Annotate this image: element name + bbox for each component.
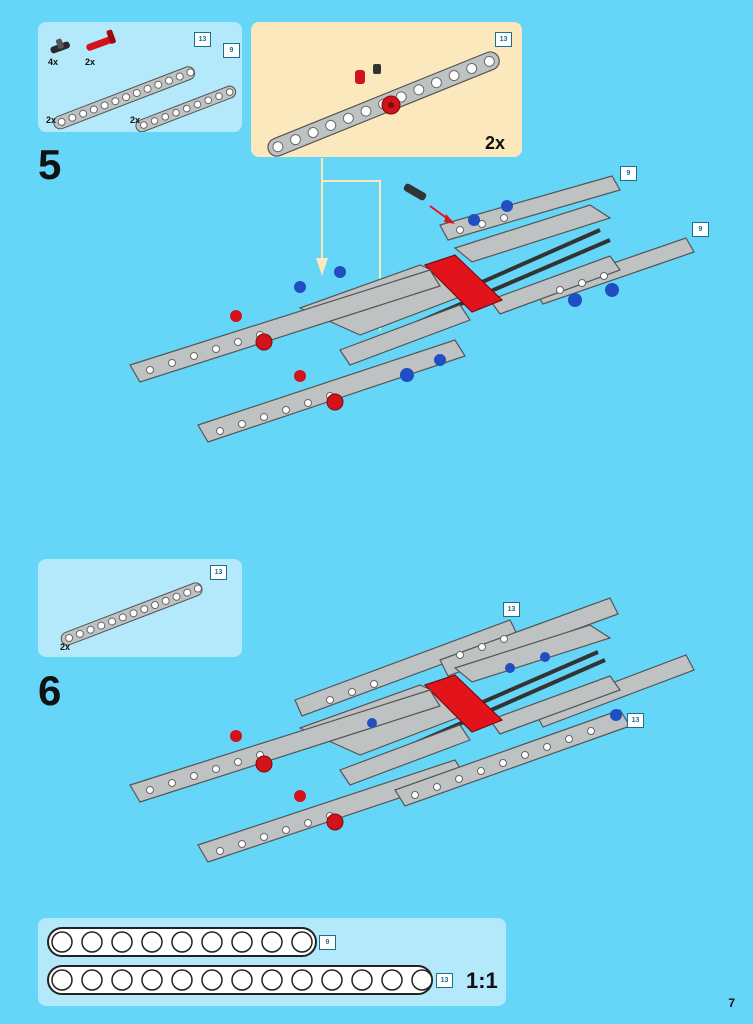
beam13-qty: 2x xyxy=(60,642,71,652)
black-pin-icon xyxy=(373,64,381,74)
beam13-qty: 2x xyxy=(46,115,57,125)
red-connector xyxy=(423,254,504,313)
step-5-number: 5 xyxy=(38,141,62,188)
step5-subassembly-panel: 13 2x xyxy=(251,22,522,157)
step5-parts-panel: 4x 2x 2x 2x 13 9 xyxy=(38,22,242,132)
blue-pins xyxy=(367,652,622,728)
inner-frame xyxy=(298,204,621,366)
red-connector xyxy=(423,674,504,733)
insert-arrow xyxy=(429,205,453,223)
axle-set xyxy=(399,650,606,752)
step6-parts-panel: 13 2x xyxy=(38,559,242,657)
beam13-tag-b: 13 xyxy=(627,713,644,728)
beam-13-icon xyxy=(60,582,203,646)
black-pin-qty: 4x xyxy=(48,57,59,67)
scale-beam13-tag: 13 xyxy=(436,973,453,988)
beam-13-icon xyxy=(53,66,196,130)
black-pin-icon xyxy=(50,38,70,54)
beam9-qty: 2x xyxy=(130,115,141,125)
beam-9-icon xyxy=(135,85,237,132)
beam13-length-tag: 13 xyxy=(194,32,211,47)
beam13-tag-a: 13 xyxy=(503,602,520,617)
subassembly-illustration xyxy=(267,51,500,157)
beam-13-scale xyxy=(47,965,433,995)
red-pin-icon xyxy=(86,29,116,51)
subassembly-beam-tag: 13 xyxy=(495,32,512,47)
incoming-pin-icon xyxy=(403,183,427,201)
beam13-length-tag: 13 xyxy=(210,565,227,580)
beam-holes xyxy=(146,214,608,435)
inner-frame xyxy=(298,624,621,786)
beam-13-top xyxy=(294,597,695,728)
blue-pins xyxy=(294,200,619,382)
beam-13-front xyxy=(129,269,466,443)
red-pins xyxy=(230,310,344,411)
red-pins xyxy=(230,730,344,831)
beam9-tag-b: 9 xyxy=(692,222,709,237)
red-pin-icon xyxy=(355,70,401,115)
beam9-length-tag: 9 xyxy=(223,43,240,58)
beam-holes xyxy=(146,635,595,855)
scale-beams-illustration xyxy=(47,927,433,995)
scale-ratio: 1:1 xyxy=(466,968,498,993)
scale-beam9-tag: 9 xyxy=(319,935,336,950)
step-6-number: 6 xyxy=(38,667,62,714)
step6-parts-illustration xyxy=(60,582,203,646)
step5-parts-illustration xyxy=(50,29,237,132)
beam-9-back xyxy=(439,175,695,305)
beam-9-scale xyxy=(47,927,317,957)
scale-reference-panel: 9 13 1:1 xyxy=(38,918,506,1006)
subassembly-multiplier: 2x xyxy=(485,133,506,153)
page-number: 7 xyxy=(728,996,735,1010)
beam-13-front xyxy=(129,689,631,863)
red-pin-qty: 2x xyxy=(85,57,96,67)
beam9-tag-a: 9 xyxy=(620,166,637,181)
axle-set xyxy=(399,228,611,332)
placement-guide-lines xyxy=(321,158,381,318)
